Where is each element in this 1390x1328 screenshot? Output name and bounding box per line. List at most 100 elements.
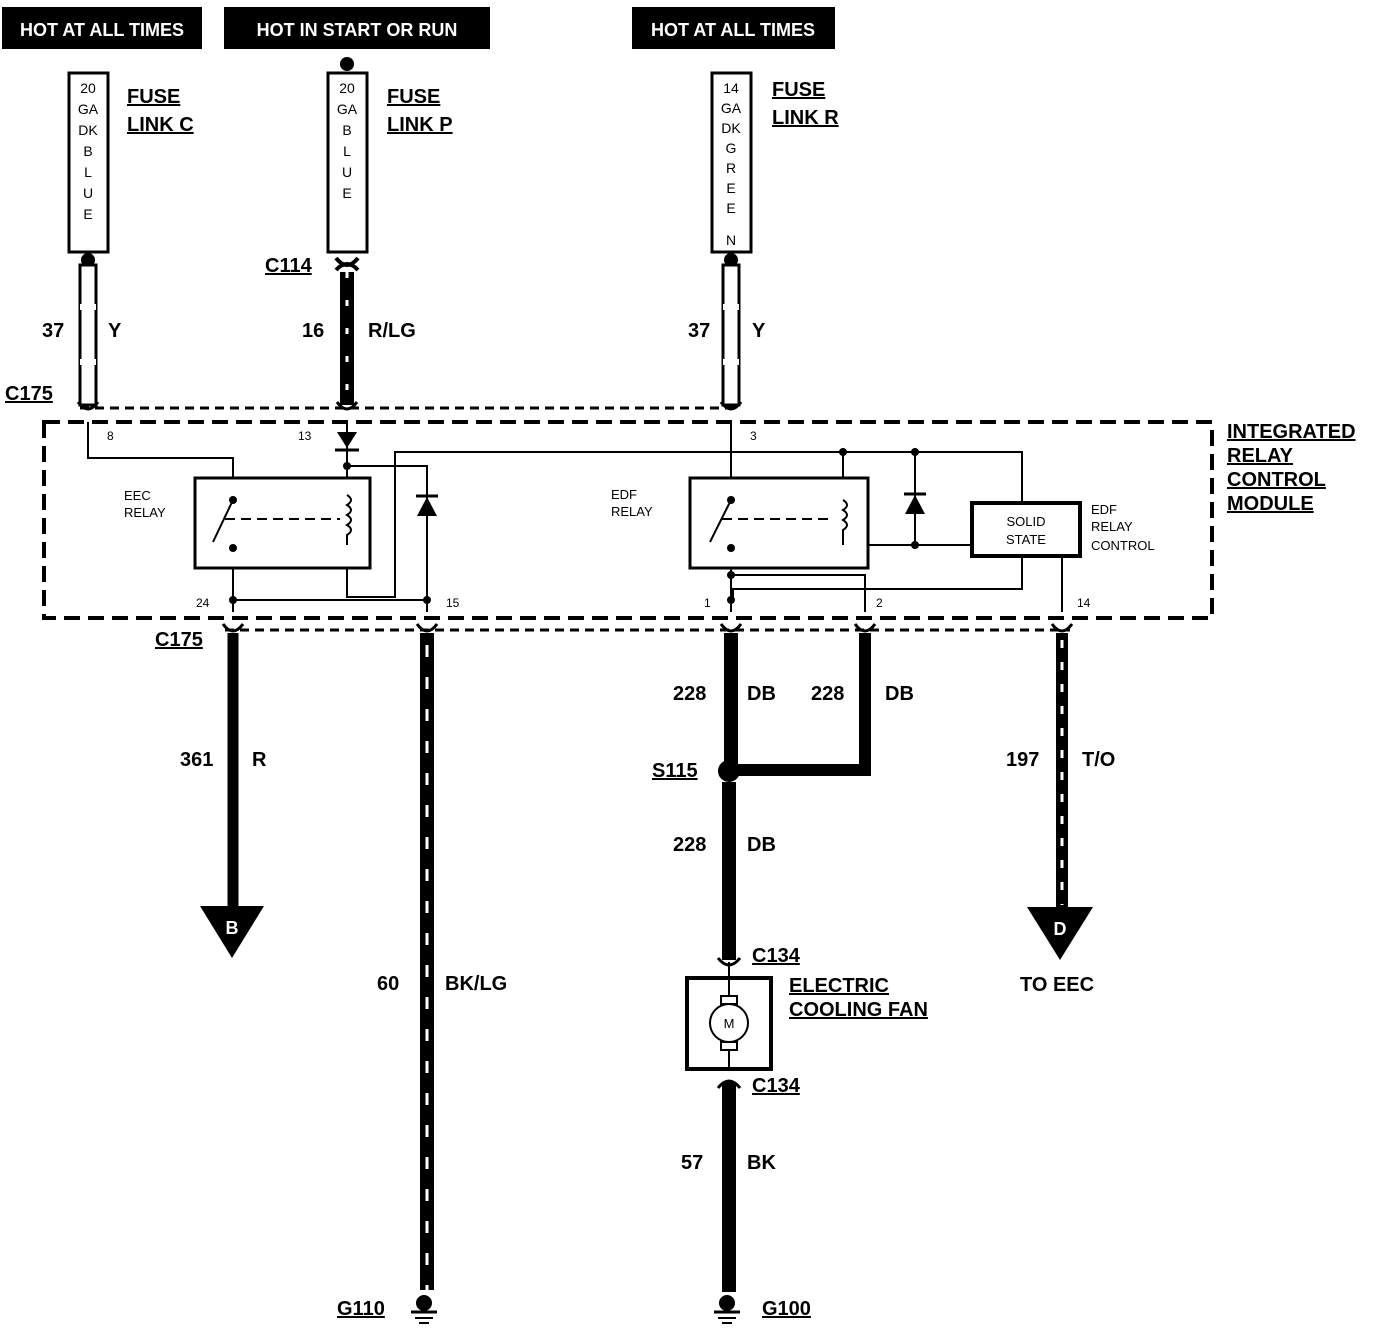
svg-text:DB: DB [885,683,914,705]
header-hot-at-all-times-left: HOT AT ALL TIMES [2,7,202,49]
svg-text:N: N [726,232,736,248]
svg-text:Y: Y [752,320,766,342]
diode-left [416,494,438,516]
svg-text:E: E [726,200,735,216]
svg-text:L: L [84,164,92,180]
svg-text:LINK R: LINK R [772,107,839,129]
svg-text:L: L [343,143,351,159]
pin-14: 14 [1077,596,1091,610]
svg-text:361: 361 [180,749,213,771]
svg-text:37: 37 [688,320,710,342]
svg-text:E: E [726,180,735,196]
svg-text:GA: GA [337,101,358,117]
svg-text:20: 20 [80,80,96,96]
edf-relay: EDF RELAY [611,476,870,570]
svg-text:FUSE: FUSE [772,79,825,101]
svg-text:FUSE: FUSE [127,86,180,108]
svg-text:T/O: T/O [1082,749,1115,771]
svg-text:STATE: STATE [1006,532,1046,547]
svg-text:37: 37 [42,320,64,342]
svg-text:DK: DK [78,122,98,138]
svg-text:RELAY: RELAY [1227,445,1294,467]
svg-text:EEC: EEC [124,488,151,503]
wire-228-db-right: 228 DB [731,633,914,776]
svg-text:C114: C114 [265,255,313,277]
pin-15: 15 [446,596,460,610]
junction-dots [229,448,919,604]
svg-text:228: 228 [673,834,706,856]
svg-text:C175: C175 [5,383,53,405]
pin-24: 24 [196,596,210,610]
svg-text:GA: GA [78,101,99,117]
svg-text:E: E [342,185,351,201]
integrated-relay-control-module: INTEGRATED RELAY CONTROL MODULE [42,420,1356,620]
header-hot-in-start-or-run: HOT IN START OR RUN [224,7,490,49]
solid-state-box: SOLID STATE EDF RELAY CONTROL [970,501,1155,558]
svg-text:G: G [726,140,737,156]
svg-text:B: B [226,918,239,938]
svg-text:HOT AT ALL TIMES: HOT AT ALL TIMES [651,20,815,40]
svg-text:U: U [83,185,93,201]
svg-text:R: R [726,160,736,176]
wire-197-t-o: 197 T/O [1006,633,1115,912]
svg-text:COOLING FAN: COOLING FAN [789,999,928,1021]
svg-text:MODULE: MODULE [1227,493,1314,515]
svg-text:B: B [83,143,92,159]
wire-57-bk: 57 BK [681,1082,776,1292]
svg-text:EDF: EDF [611,487,637,502]
wire-60-bk-lg: 60 BK/LG [377,633,507,1290]
svg-text:20: 20 [339,80,355,96]
fuse-link-c: 20 GA DK B L U E FUSE LINK C [67,71,194,254]
fuse-link-p: 20 GA B L U E FUSE LINK P [326,57,453,254]
svg-text:BK/LG: BK/LG [445,973,507,995]
arrow-b: B [200,906,264,958]
connector-c175-bottom: C175 [155,623,1074,651]
eec-relay: EEC RELAY [124,476,372,570]
wire-361-r: 361 R [180,633,267,912]
svg-text:C134: C134 [752,945,801,967]
svg-text:LINK C: LINK C [127,114,194,136]
svg-text:E: E [83,206,92,222]
svg-text:C134: C134 [752,1075,801,1097]
svg-text:197: 197 [1006,749,1039,771]
ground-g100: G100 [714,1295,811,1324]
arrow-d: D [1027,907,1093,960]
wire-37-y-left: 37 Y [42,253,122,407]
svg-text:HOT IN START OR RUN: HOT IN START OR RUN [257,20,458,40]
svg-text:DB: DB [747,834,776,856]
svg-text:GA: GA [721,100,742,116]
pin-3: 3 [750,429,757,443]
svg-text:228: 228 [811,683,844,705]
diode-right [904,492,926,514]
svg-text:C175: C175 [155,629,203,651]
svg-text:DB: DB [747,683,776,705]
connector-c175-top: C175 [5,383,743,411]
svg-text:RELAY: RELAY [611,504,653,519]
svg-text:Y: Y [108,320,122,342]
svg-text:DK: DK [721,120,741,136]
svg-text:B: B [342,122,351,138]
pin-8: 8 [107,429,114,443]
svg-text:EDF: EDF [1091,502,1117,517]
svg-text:R/LG: R/LG [368,320,416,342]
fuse-link-r: 14 GA DK G R E E N FUSE LINK R [710,71,839,254]
pin-13: 13 [298,429,312,443]
svg-text:60: 60 [377,973,399,995]
svg-text:INTEGRATED: INTEGRATED [1227,421,1356,443]
wire-228-db-left: 228 DB [673,633,776,770]
svg-text:CONTROL: CONTROL [1091,538,1155,553]
electric-cooling-fan: M ELECTRIC COOLING FAN [685,962,928,1071]
pin-1: 1 [704,596,711,610]
svg-text:U: U [342,164,352,180]
svg-text:S115: S115 [652,760,698,782]
pin-2: 2 [876,596,883,610]
connector-c114: C114 [265,255,360,277]
wire-228-db-lower: 228 DB [673,782,776,960]
svg-text:LINK P: LINK P [387,114,453,136]
svg-text:BK: BK [747,1152,776,1174]
svg-text:SOLID: SOLID [1006,514,1045,529]
wire-16-r-lg: 16 R/LG [302,272,416,405]
svg-text:ELECTRIC: ELECTRIC [789,975,889,997]
ground-g110: G110 [337,1295,437,1324]
